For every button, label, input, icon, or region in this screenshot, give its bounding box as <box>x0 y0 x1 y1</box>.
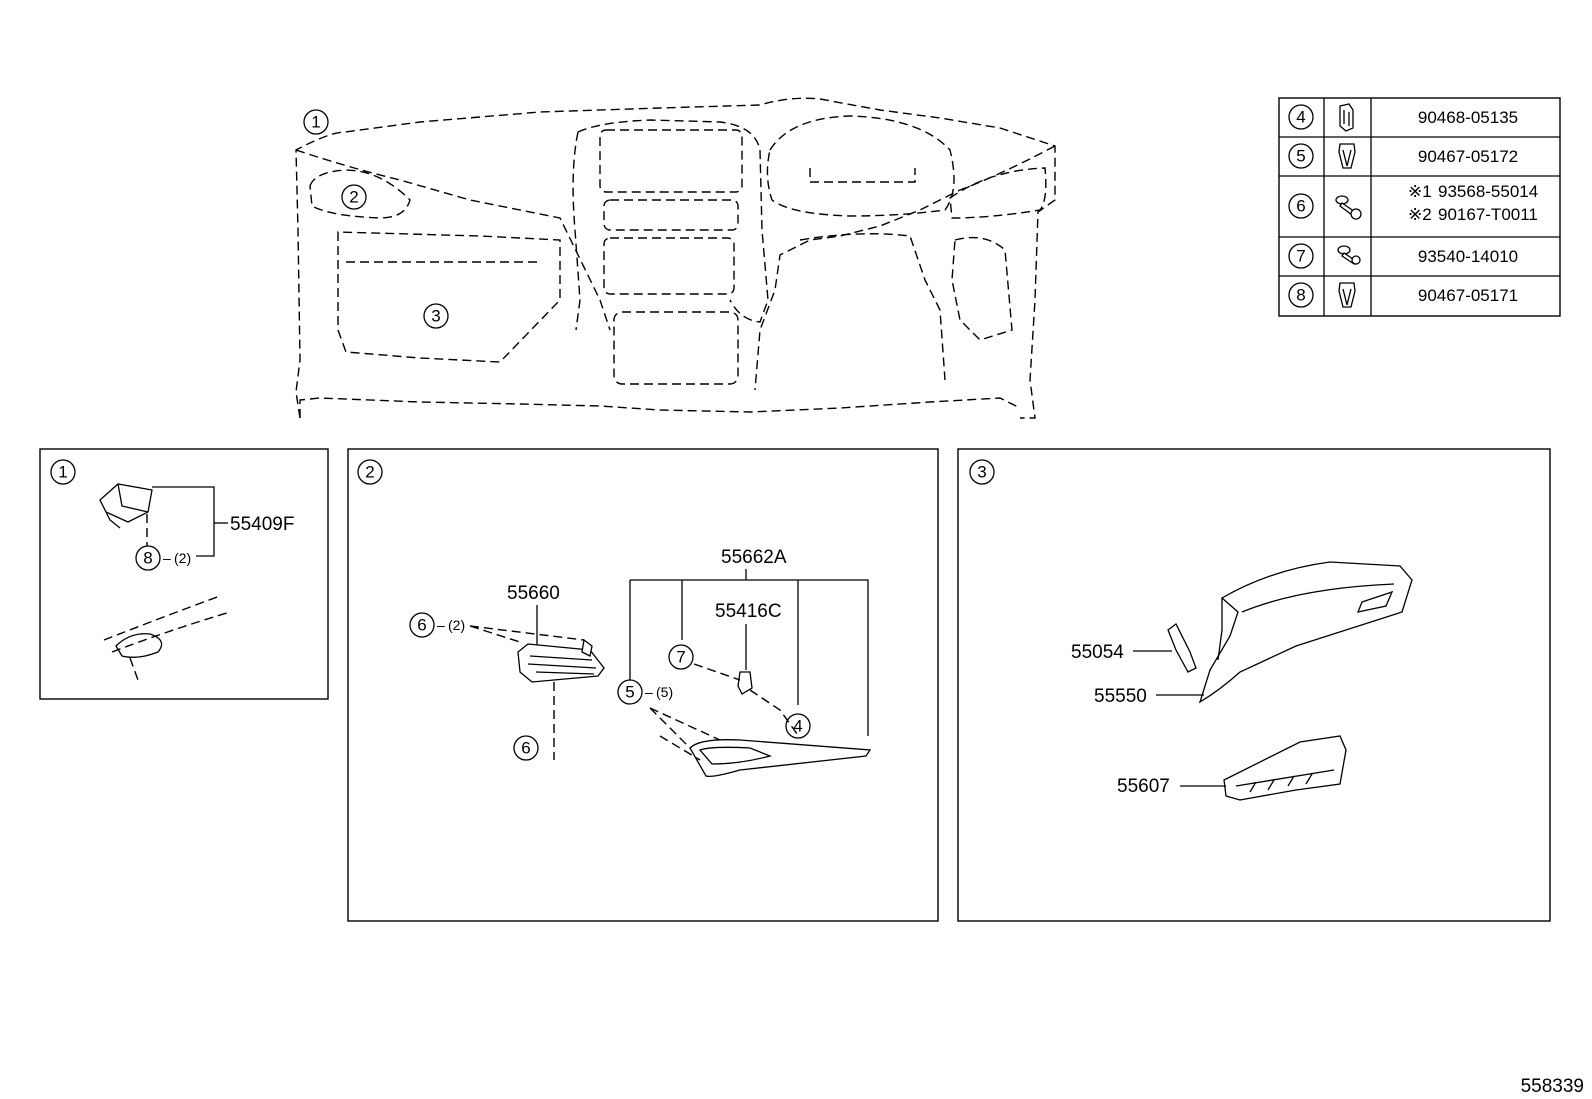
screw-icon <box>1335 195 1362 220</box>
fastener-qty: – <box>163 550 171 566</box>
part-number: 90467-05172 <box>1418 147 1518 166</box>
svg-text:3: 3 <box>977 463 986 482</box>
svg-text:6: 6 <box>521 739 530 758</box>
svg-text:7: 7 <box>676 648 685 667</box>
svg-text:2: 2 <box>349 188 358 207</box>
detail-panel-2: 2 55660 6 – (2) 6 55662A 55416C <box>347 448 939 922</box>
panel-2-fastener-4[interactable]: 4 <box>785 713 811 739</box>
small-bracket-part[interactable] <box>737 671 753 695</box>
panel-2-fastener-5[interactable]: 5 <box>617 679 643 705</box>
part-number: 93540-14010 <box>1418 247 1518 266</box>
part-note: ※2 <box>1408 205 1432 224</box>
part-label-55054[interactable]: 55054 <box>1071 642 1124 663</box>
detail-panel-3: 3 55550 55054 55607 <box>957 448 1551 922</box>
panel-1-index: 1 <box>50 459 76 485</box>
overview-callout-3[interactable]: 3 <box>423 303 449 329</box>
push-clip-icon <box>1338 143 1356 169</box>
overview-callout-2[interactable]: 2 <box>341 184 367 210</box>
dash-location-sketch <box>103 595 231 681</box>
svg-text:6: 6 <box>417 616 426 635</box>
part-number: 90468-05135 <box>1418 108 1518 127</box>
overview-callout-1[interactable]: 1 <box>303 109 329 135</box>
svg-text:5: 5 <box>625 683 634 702</box>
instrument-panel-overview <box>295 97 1056 419</box>
push-clip-icon <box>1338 282 1356 308</box>
svg-text:1: 1 <box>58 463 67 482</box>
panel-2-fastener-7[interactable]: 7 <box>668 644 694 670</box>
svg-text:1: 1 <box>311 113 320 132</box>
svg-text:6: 6 <box>1296 197 1305 216</box>
fastener-row-5[interactable]: 5 90467-05172 <box>1288 143 1518 169</box>
svg-text:7: 7 <box>1296 247 1305 266</box>
panel-1-fastener-8[interactable]: 8 <box>135 545 161 571</box>
part-number: 90467-05171 <box>1418 286 1518 305</box>
panel-2-fastener-6b[interactable]: 6 <box>513 735 539 761</box>
part-label-55550[interactable]: 55550 <box>1094 686 1147 707</box>
part-label-55660[interactable]: 55660 <box>507 583 560 604</box>
fastener-qty: – <box>437 617 445 633</box>
part-label-55662A[interactable]: 55662A <box>721 547 787 568</box>
svg-text:4: 4 <box>1296 108 1305 127</box>
svg-text:4: 4 <box>793 717 802 736</box>
lock-assembly-part[interactable] <box>1223 735 1347 801</box>
detail-panel-1: 1 55409F 8 – (2) <box>39 448 329 700</box>
fastener-qty: (2) <box>174 550 191 566</box>
fastener-qty: (5) <box>656 684 673 700</box>
panel-3-index: 3 <box>969 459 995 485</box>
svg-text:5: 5 <box>1296 147 1305 166</box>
screw-icon <box>1337 245 1361 265</box>
lower-trim-panel-part[interactable] <box>689 739 872 778</box>
fastener-qty: – <box>645 684 653 700</box>
svg-text:3: 3 <box>431 307 440 326</box>
part-number: 90167-T0011 <box>1438 205 1538 224</box>
panel-2-fastener-6a[interactable]: 6 <box>409 612 435 638</box>
fastener-row-4[interactable]: 4 90468-05135 <box>1288 103 1518 132</box>
figure-code: 558339 <box>1521 1076 1584 1097</box>
clip-u-icon <box>1339 103 1354 132</box>
fastener-qty: (2) <box>448 617 465 633</box>
part-label-55607[interactable]: 55607 <box>1117 776 1170 797</box>
part-note: ※1 <box>1408 182 1432 201</box>
fastener-row-8[interactable]: 8 90467-05171 <box>1288 282 1518 308</box>
part-label-55416C[interactable]: 55416C <box>715 601 782 622</box>
fastener-table <box>1278 97 1561 317</box>
svg-text:8: 8 <box>143 549 152 568</box>
panel-2-index: 2 <box>357 459 383 485</box>
svg-text:2: 2 <box>365 463 374 482</box>
fastener-row-7[interactable]: 7 93540-14010 <box>1288 243 1518 269</box>
vent-bracket-part[interactable] <box>517 638 605 683</box>
svg-text:8: 8 <box>1296 286 1305 305</box>
part-number: 93568-55014 <box>1438 182 1538 201</box>
side-bracket-part[interactable] <box>99 483 153 529</box>
damper-part[interactable] <box>1167 623 1197 673</box>
glove-box-door-part[interactable] <box>1198 561 1413 704</box>
fastener-row-6[interactable]: 6 ※1 93568-55014 ※2 90167-T0011 <box>1288 182 1538 224</box>
part-label-55409F[interactable]: 55409F <box>230 514 294 535</box>
